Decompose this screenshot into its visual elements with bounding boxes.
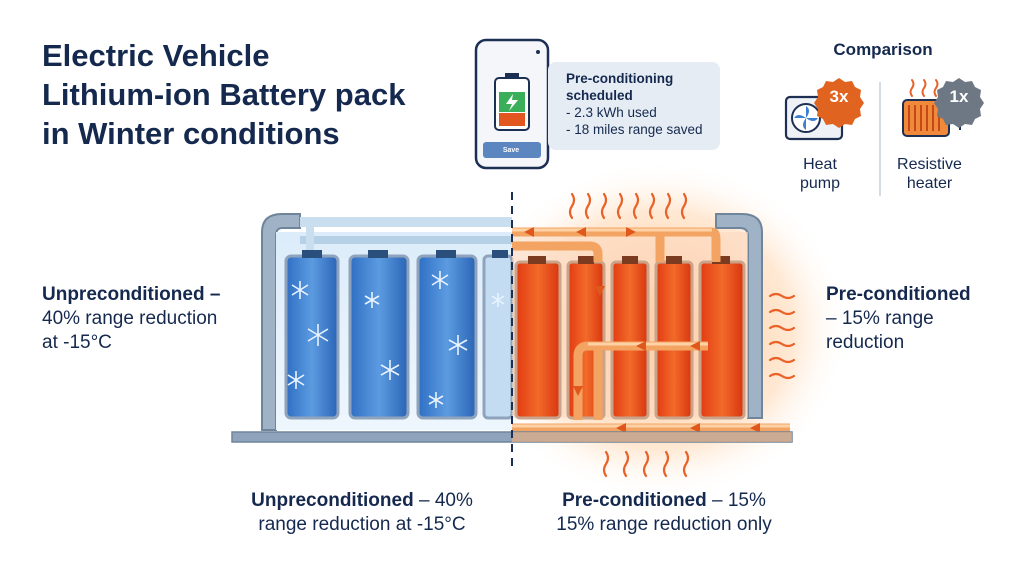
hot-cell (610, 256, 650, 420)
snowflake-icon (287, 271, 505, 408)
title-line: Lithium-ion Battery pack (42, 77, 406, 112)
cold-cell (284, 250, 340, 420)
cold-cell (482, 250, 514, 420)
hot-battery-half (512, 213, 790, 433)
caption-heading: Pre-conditioned (562, 490, 707, 511)
resistive-heater-label-line: heater (906, 175, 953, 192)
cold-cell (348, 250, 410, 420)
phone-save-button[interactable]: Save (502, 147, 520, 154)
hot-cell (514, 256, 562, 420)
resistive-heater-label: Resistive heater (882, 155, 977, 193)
coolant-pipe-highlight (512, 228, 790, 428)
page-title: Electric Vehicle Lithium-ion Battery pac… (42, 36, 462, 153)
notification-detail: - 18 miles range saved (566, 122, 703, 137)
heat-waves-icon (602, 450, 690, 478)
heat-waves-icon (768, 292, 796, 380)
notification-status: Pre-conditioning (566, 71, 674, 86)
caption-line: 15% range reduction only (556, 514, 772, 535)
title-line: in Winter conditions (42, 116, 340, 151)
preconditioned-side-label: Pre-conditioned – 15% range reduction (826, 283, 1016, 355)
caption-line: range reduction at -15°C (258, 514, 466, 535)
resistive-heater-label-line: Resistive (897, 156, 962, 173)
coolant-pipe (512, 227, 790, 433)
side-label-line: at -15°C (42, 332, 112, 353)
side-label-line: reduction (826, 332, 905, 353)
comparison-title: Comparison (833, 40, 933, 59)
side-label-heading: Unpreconditioned – (42, 284, 221, 305)
caption-value: – 15% (706, 490, 766, 511)
heat-pump-label-line: pump (799, 175, 841, 192)
heat-pump-label: Heat pump (780, 155, 860, 193)
hot-cell (698, 256, 746, 420)
battery-charging-icon (494, 73, 530, 131)
heat-waves-icon (568, 192, 688, 220)
badge-3x-background (814, 78, 864, 128)
cold-cell (416, 250, 478, 420)
badge-1x-background (934, 78, 984, 128)
caption-value: – 40% (413, 490, 473, 511)
smartphone-icon (474, 38, 550, 170)
unpreconditioned-caption: Unpreconditioned – 40% range reduction a… (232, 489, 492, 537)
notification-box (548, 62, 720, 150)
heat-pump-label-line: Heat (803, 156, 837, 173)
hot-cell (654, 256, 694, 420)
side-label-line: 40% range reduction (42, 308, 218, 329)
caption-heading: Unpreconditioned (251, 490, 414, 511)
side-label-line: – 15% range (826, 308, 934, 329)
side-label-heading: Pre-conditioned (826, 284, 971, 305)
flow-arrow-icon (524, 227, 760, 433)
heat-pump-badge: 3x (829, 87, 849, 106)
unpreconditioned-side-label: Unpreconditioned – 40% range reduction a… (42, 283, 242, 355)
preconditioned-caption: Pre-conditioned – 15% 15% range reductio… (534, 489, 794, 537)
title-line: Electric Vehicle (42, 38, 270, 73)
notification-status: scheduled (566, 88, 633, 103)
resistive-heater-badge: 1x (949, 87, 969, 106)
notification-text: Pre-conditioning scheduled - 2.3 kWh use… (566, 70, 716, 138)
notification-detail: - 2.3 kWh used (566, 105, 657, 120)
cold-battery-half (261, 213, 514, 431)
